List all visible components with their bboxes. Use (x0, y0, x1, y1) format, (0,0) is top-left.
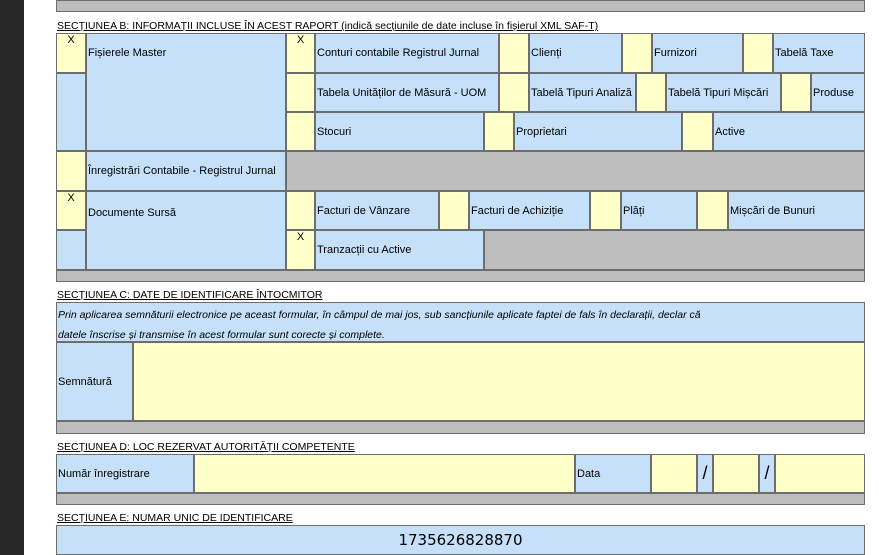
registration-number-field[interactable] (194, 454, 575, 493)
section-separator-c-d (56, 421, 865, 434)
tabela-taxe-checkbox[interactable] (743, 33, 773, 73)
fisiere-master-label: Fișierele Master (86, 33, 286, 151)
facturi-achizitie-label: Facturi de Achiziție (469, 191, 590, 230)
top-separator (56, 0, 865, 12)
tabela-taxe-label: Tabelă Taxe (773, 33, 865, 73)
produse-label: Produse (811, 73, 865, 112)
section-b-title: SECȚIUNEA B: INFORMAȚII INCLUSE ÎN ACEST… (57, 20, 599, 32)
section-c-title: SECȚIUNEA C: DATE DE IDENTIFICARE ÎNTOCM… (57, 289, 323, 301)
tranzactii-gray-area (484, 230, 865, 270)
inregistrari-label: Înregistrări Contabile - Registrul Jurna… (86, 151, 286, 191)
statement-text: Prin aplicarea semnăturii electronice pe… (56, 302, 865, 342)
fisiere-master-indent (56, 73, 86, 151)
facturi-vanzare-checkbox[interactable] (286, 191, 315, 230)
tabela-analiza-label: Tabelă Tipuri Analiză (529, 73, 636, 112)
registration-number-label: Număr înregistrare (56, 454, 194, 493)
proprietari-checkbox[interactable] (484, 112, 514, 151)
miscari-bunuri-label: Mișcări de Bunuri (728, 191, 865, 230)
date-year-field[interactable] (775, 454, 865, 493)
date-separator-1: / (697, 454, 713, 493)
conturi-checkbox[interactable]: X (286, 33, 315, 73)
date-month-field[interactable] (713, 454, 759, 493)
clienti-label: Clienți (529, 33, 622, 73)
section-c-header: SECȚIUNEA C: DATE DE IDENTIFICARE ÎNTOCM… (56, 282, 865, 302)
documente-sursa-checkbox[interactable]: X (56, 191, 86, 230)
tabela-uom-label: Tabela Unităților de Măsură - UOM (315, 73, 499, 112)
inregistrari-gray-area (286, 151, 865, 191)
section-separator-b-c (56, 270, 865, 282)
statement-line-2: datele înscrise și transmise în acest fo… (58, 329, 385, 341)
stocuri-label: Stocuri (315, 112, 484, 151)
facturi-achizitie-checkbox[interactable] (439, 191, 469, 230)
tabela-miscari-label: Tabelă Tipuri Mișcări (666, 73, 781, 112)
produse-checkbox[interactable] (781, 73, 811, 112)
furnizori-label: Furnizori (652, 33, 743, 73)
plati-checkbox[interactable] (590, 191, 621, 230)
signature-field[interactable] (133, 342, 865, 421)
plati-label: Plăți (621, 191, 697, 230)
section-b-header: SECȚIUNEA B: INFORMAȚII INCLUSE ÎN ACEST… (56, 12, 865, 33)
section-e-header: SECȚIUNEA E: NUMAR UNIC DE IDENTIFICARE (56, 505, 865, 525)
tabela-miscari-checkbox[interactable] (636, 73, 666, 112)
tranzactii-active-label: Tranzacții cu Active (315, 230, 484, 270)
facturi-vanzare-label: Facturi de Vânzare (315, 191, 439, 230)
statement-line-1: Prin aplicarea semnăturii electronice pe… (58, 309, 701, 321)
section-separator-d-e (56, 493, 865, 505)
signature-label: Semnătură (56, 342, 133, 421)
section-d-header: SECȚIUNEA D: LOC REZERVAT AUTORITĂȚII CO… (56, 434, 865, 454)
conturi-label: Conturi contabile Registrul Jurnal (315, 33, 499, 73)
inregistrari-checkbox[interactable] (56, 151, 86, 191)
left-dark-bar (0, 0, 24, 555)
stocuri-checkbox[interactable] (286, 112, 315, 151)
active-checkbox[interactable] (682, 112, 713, 151)
documente-sursa-label: Documente Sursă (86, 191, 286, 270)
tranzactii-active-checkbox[interactable]: X (286, 230, 315, 270)
proprietari-label: Proprietari (514, 112, 682, 151)
furnizori-checkbox[interactable] (622, 33, 652, 73)
clienti-checkbox[interactable] (499, 33, 529, 73)
unique-id-number: 1735626828870 (56, 525, 865, 555)
section-d-title: SECȚIUNEA D: LOC REZERVAT AUTORITĂȚII CO… (57, 441, 355, 453)
miscari-bunuri-checkbox[interactable] (697, 191, 728, 230)
active-label: Active (713, 112, 865, 151)
section-e-title: SECȚIUNEA E: NUMAR UNIC DE IDENTIFICARE (57, 512, 293, 524)
tabela-uom-checkbox[interactable] (286, 73, 315, 112)
documente-sursa-indent (56, 230, 86, 270)
tabela-analiza-checkbox[interactable] (499, 73, 529, 112)
date-label: Data (575, 454, 651, 493)
date-day-field[interactable] (651, 454, 697, 493)
fisiere-master-checkbox[interactable]: X (56, 33, 86, 73)
date-separator-2: / (759, 454, 775, 493)
